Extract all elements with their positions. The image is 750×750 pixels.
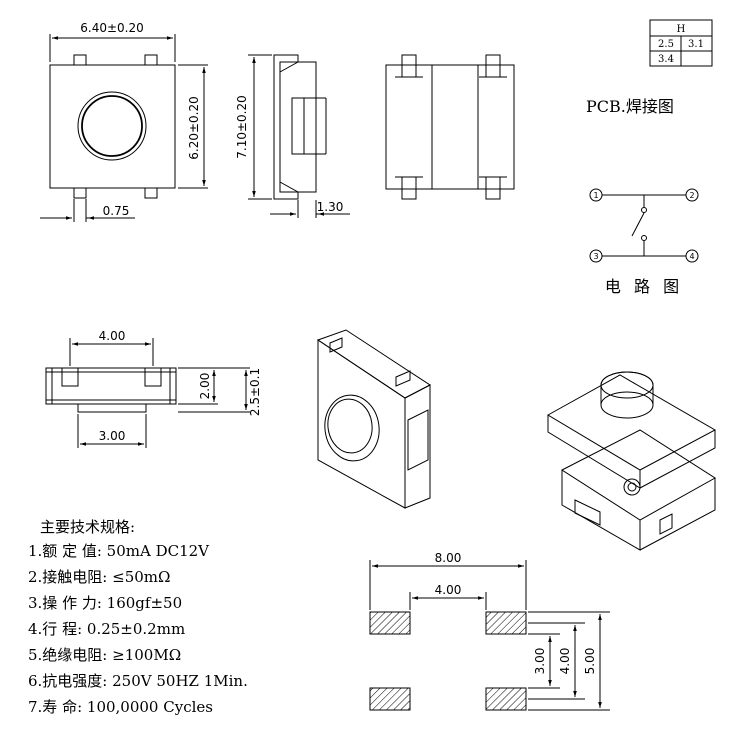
top-view: 6.40±0.20 6.20±0.20 0.75 — [40, 21, 208, 222]
iso-side-face — [404, 384, 431, 509]
exploded-view — [546, 371, 717, 551]
top-height-label: 6.20±0.20 — [187, 96, 201, 160]
rear-pin-tr — [485, 54, 501, 78]
side-view-frame — [273, 54, 299, 200]
pcb-pad-br — [485, 687, 527, 711]
spec-item: 6.抗电强度: 250V 50HZ 1Min. — [28, 672, 248, 690]
rear-pin-br — [485, 176, 501, 200]
spec-item: 2.接触电阻: ≤50mΩ — [28, 568, 170, 586]
rear-pin-tl — [401, 54, 417, 78]
top-view-body — [49, 64, 176, 189]
side-view-stem — [303, 97, 317, 155]
pcb-pad-tr — [485, 611, 527, 635]
height-table: H 2.5 3.1 3.4 — [649, 19, 713, 67]
pin-1-label: 1 — [593, 191, 598, 200]
height-table-cell: 2.5 — [658, 39, 674, 50]
pcb-h2-label: 4.00 — [558, 648, 572, 675]
side-view-body — [279, 61, 317, 193]
front-h2-label: 2.5±0.1 — [248, 368, 262, 416]
pin-2-label: 2 — [689, 191, 694, 200]
iso-top-face — [316, 329, 431, 399]
height-table-cell: 3.1 — [688, 39, 704, 50]
specs-block: 主要技术规格: 1.额 定 值: 50mA DC12V 2.接触电阻: ≤50m… — [28, 518, 248, 716]
front-view: 4.00 2.00 2.5±0.1 3.00 — [45, 329, 262, 448]
pcb-pad-bl — [369, 687, 411, 711]
pcb-h3-label: 5.00 — [583, 648, 597, 675]
isometric-view — [316, 329, 431, 509]
specs-title: 主要技术规格: — [40, 518, 135, 536]
top-pin-tr — [144, 54, 158, 66]
spec-item: 4.行 程: 0.25±0.2mm — [28, 620, 185, 638]
spec-item: 5.绝缘电阻: ≥100MΩ — [28, 646, 181, 664]
pcb-pad-tl — [369, 611, 411, 635]
height-table-cell: 3.4 — [658, 54, 674, 65]
rear-view — [385, 54, 515, 200]
side-height-label: 7.10±0.20 — [235, 95, 249, 159]
top-view-button-outer — [77, 91, 147, 161]
rear-view-body — [385, 64, 515, 190]
iso-front-face — [317, 339, 406, 509]
pin-3-label: 3 — [593, 252, 598, 261]
spec-item: 1.额 定 值: 50mA DC12V — [28, 542, 210, 560]
front-bottom-label: 3.00 — [99, 429, 126, 443]
rear-pin-bl — [401, 176, 417, 200]
front-top-label: 4.00 — [99, 329, 126, 343]
pcb-h1-label: 3.00 — [533, 648, 547, 675]
height-table-header: H — [677, 24, 686, 35]
pcb-width-label: 8.00 — [435, 551, 462, 565]
top-pin-bl — [73, 187, 87, 199]
top-pin-label: 0.75 — [103, 204, 130, 218]
pcb-inner-label: 4.00 — [435, 583, 462, 597]
side-view: 7.10±0.20 1.30 — [235, 54, 350, 218]
front-h1-label: 2.00 — [198, 373, 212, 400]
side-depth-label: 1.30 — [317, 200, 344, 214]
top-pin-tl — [73, 54, 87, 66]
circuit-title: 电 路 图 — [605, 277, 683, 296]
pcb-footprint: 8.00 4.00 3.00 4.00 5.00 — [369, 551, 610, 711]
top-width-label: 6.40±0.20 — [80, 21, 144, 35]
circuit-diagram: 1 2 3 4 电 路 图 — [589, 188, 699, 296]
top-view-button-inner — [81, 95, 143, 157]
pin-4-label: 4 — [689, 252, 694, 261]
top-pin-br — [144, 187, 158, 199]
spec-item: 7.寿 命: 100,0000 Cycles — [28, 698, 213, 716]
spec-item: 3.操 作 力: 160gf±50 — [28, 594, 182, 612]
pcb-title: PCB.焊接图 — [586, 97, 674, 116]
side-view-actuator — [291, 97, 305, 155]
exploded-base — [560, 429, 716, 521]
front-view-actuator — [77, 403, 147, 413]
exploded-cover — [546, 374, 717, 471]
